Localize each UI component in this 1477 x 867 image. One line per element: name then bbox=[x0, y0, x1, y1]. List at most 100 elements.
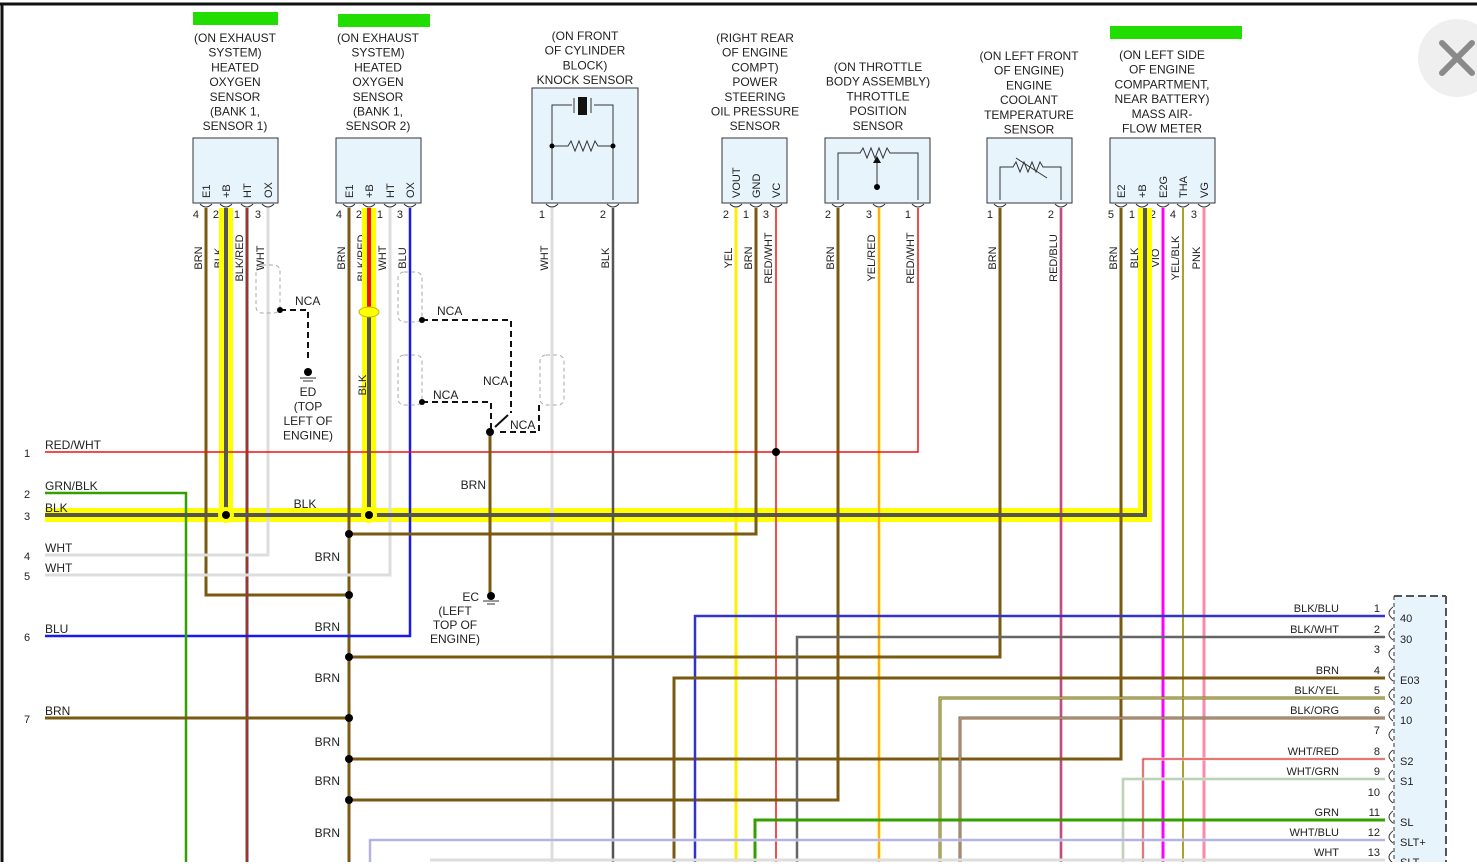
wire-label: BRN bbox=[315, 774, 340, 788]
highlight-mark bbox=[1110, 26, 1242, 39]
wire-ecm-whtblu-stripe bbox=[369, 839, 1385, 862]
pin-label: GND bbox=[751, 174, 763, 199]
component-title-line: FLOW METER bbox=[1122, 122, 1202, 136]
pin-number: 1 bbox=[743, 209, 749, 221]
pin-label: +B bbox=[364, 184, 376, 198]
pin-socket bbox=[383, 203, 397, 208]
ecm-pin-number: 13 bbox=[1368, 847, 1380, 859]
wire-label: YEL bbox=[723, 248, 735, 269]
ground-label: (TOP bbox=[294, 400, 322, 414]
connector-pin-number: 1 bbox=[24, 448, 30, 460]
nca-label: NCA bbox=[483, 374, 508, 388]
wire-label: WHT bbox=[377, 245, 389, 270]
ecm-pin-number: 4 bbox=[1374, 665, 1380, 677]
splice-dot bbox=[222, 511, 230, 519]
wire-label: BRN bbox=[1108, 246, 1120, 269]
close-button[interactable] bbox=[1418, 19, 1477, 97]
pin-label: E2G bbox=[1158, 176, 1170, 198]
bus-label: BLK bbox=[357, 374, 369, 395]
pin-socket bbox=[240, 203, 254, 208]
component-title-line: STEERING bbox=[724, 90, 785, 104]
wire-label: BRN bbox=[315, 620, 340, 634]
component-title-line: OF ENGINE bbox=[722, 46, 788, 60]
wire-label: RED/BLU bbox=[1048, 234, 1060, 282]
wire-label: BRN bbox=[743, 246, 755, 269]
wire-ecm-whtred-stripe bbox=[1142, 758, 1385, 862]
splice-dot bbox=[345, 530, 353, 538]
ecm-socket bbox=[1388, 810, 1394, 824]
connector-pin-number: 4 bbox=[24, 551, 30, 563]
ecm-socket bbox=[1388, 688, 1394, 702]
component-title-line: SYSTEM) bbox=[351, 46, 404, 60]
ecm-terminal-label: 40 bbox=[1400, 613, 1412, 625]
splice-dot bbox=[419, 399, 425, 405]
pin-socket bbox=[1176, 203, 1190, 208]
component-title-line: BODY ASSEMBLY) bbox=[826, 75, 930, 89]
close-icon bbox=[1439, 40, 1475, 76]
ecm-wire-label: WHT/BLU bbox=[1290, 827, 1340, 839]
nca-link bbox=[422, 319, 512, 413]
component-title-line: KNOCK SENSOR bbox=[537, 73, 634, 87]
connector-pin-number: 7 bbox=[24, 714, 30, 726]
component-title-line: HEATED bbox=[354, 60, 402, 74]
wire-label: VIO bbox=[1150, 248, 1162, 267]
wire-ect-brn bbox=[349, 208, 1002, 659]
ecm-wire-label: WHT bbox=[1314, 847, 1339, 859]
component-title-line: MASS AIR- bbox=[1132, 107, 1193, 121]
wire-label: BLU bbox=[397, 247, 409, 268]
bus-label: BLK bbox=[294, 497, 317, 511]
splice-dot bbox=[345, 653, 353, 661]
component-title-line: COMPT) bbox=[731, 60, 778, 74]
ecm-wire-label: BLK/WHT bbox=[1290, 624, 1339, 636]
wire-label: BRN bbox=[461, 478, 486, 492]
component-title-line: SENSOR 2) bbox=[346, 119, 411, 133]
ecm-pin-number: 3 bbox=[1374, 644, 1380, 656]
component-title-line: POWER bbox=[732, 75, 778, 89]
ecm-pin-number: 12 bbox=[1368, 827, 1380, 839]
nca-link bbox=[494, 414, 509, 428]
ecm-connector-body bbox=[1394, 596, 1446, 867]
pin-label: +B bbox=[1137, 184, 1149, 198]
ecm-terminal-label: S2 bbox=[1400, 756, 1413, 768]
component-title-line: BLOCK) bbox=[563, 58, 608, 72]
pin-label: VC bbox=[771, 183, 783, 198]
nca-label: NCA bbox=[295, 294, 320, 308]
pin-socket bbox=[1197, 203, 1211, 208]
ground-ed-dot bbox=[304, 368, 312, 376]
pin-socket bbox=[749, 203, 763, 208]
knock-circuit bbox=[551, 104, 572, 200]
component-title-line: SYSTEM) bbox=[208, 46, 261, 60]
ecm-socket bbox=[1388, 668, 1394, 682]
pin-number: 3 bbox=[397, 209, 403, 221]
pin-socket bbox=[403, 203, 417, 208]
component-title-line: THROTTLE bbox=[846, 89, 909, 103]
ground-label: (LEFT bbox=[438, 604, 472, 618]
component-title-line: (ON EXHAUST bbox=[337, 31, 420, 45]
piezo-element-icon bbox=[578, 97, 587, 115]
wire-label: RED/WHT bbox=[763, 232, 775, 284]
junction-dot bbox=[549, 143, 555, 149]
ground-label: ENGINE) bbox=[283, 429, 333, 443]
ecm-socket bbox=[1388, 728, 1394, 742]
pin-socket bbox=[1054, 203, 1068, 208]
pin-label: VOUT bbox=[731, 167, 743, 198]
component-box-ect bbox=[986, 137, 1073, 204]
ground-label: EC bbox=[462, 590, 479, 604]
component-title-line: (ON EXHAUST bbox=[194, 31, 277, 45]
wire-label: BRN bbox=[315, 671, 340, 685]
component-box-ho2s-b1s2 bbox=[335, 137, 422, 204]
ecm-terminal-label: SL bbox=[1400, 817, 1413, 829]
pin-number: 2 bbox=[723, 209, 729, 221]
ecm-socket bbox=[1388, 647, 1394, 661]
connector-wire-label: WHT bbox=[45, 561, 73, 575]
splice-dot bbox=[345, 755, 353, 763]
wire-label: WHT bbox=[539, 245, 551, 270]
potentiometer-icon bbox=[837, 146, 919, 200]
wire-label: YEL/RED bbox=[866, 234, 878, 281]
pin-label: HT bbox=[385, 183, 397, 198]
wire-ho2s2-wht bbox=[45, 208, 392, 577]
nca-link bbox=[422, 401, 492, 430]
pin-socket bbox=[872, 203, 886, 208]
component-title-line: (BANK 1, bbox=[210, 105, 260, 119]
